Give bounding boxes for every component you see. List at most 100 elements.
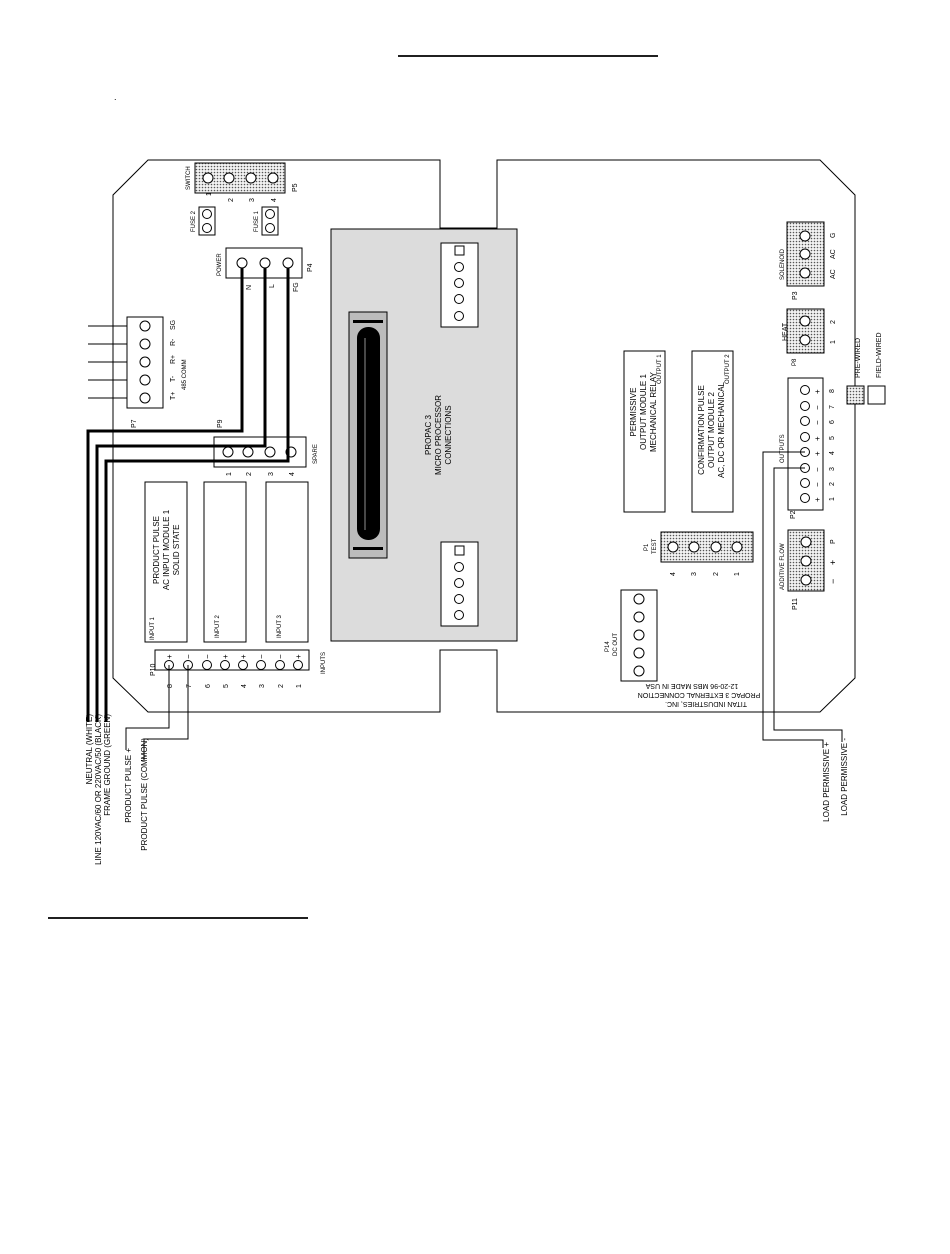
p11-additive-flow-connector: ADDITIVE FLOW P11 − + P	[780, 529, 838, 610]
input-pol-7: −	[184, 654, 193, 659]
heat-pin-1: 1	[830, 340, 837, 344]
p7-label: P7	[131, 419, 138, 428]
input-pol-6: −	[203, 654, 212, 659]
processor-line-2: MICRO PROCESSOR	[434, 395, 443, 475]
processor-panel: PROPAC 3 MICRO PROCESSOR CONNECTIONS	[330, 228, 518, 642]
power-pin-l: L	[269, 284, 276, 288]
output-2-label: OUTPUT 2	[725, 354, 731, 384]
power-wiring	[86, 268, 290, 722]
solenoid-pin-ac-1: AC	[830, 269, 837, 279]
p7-comm-connector: T+ T- R+ R- SG 485 COMM P7	[88, 316, 188, 428]
output-pol-6: −	[813, 420, 822, 425]
output-module-2-line-3: AC, DC OR MECHANICAL	[717, 381, 726, 478]
input-pin-2: 2	[278, 684, 285, 688]
output-pin-5: 5	[829, 436, 836, 440]
test-pin-1: 1	[734, 572, 741, 576]
stray-dot: .	[114, 92, 117, 102]
p14-label: P14	[605, 641, 611, 652]
input-module-3: INPUT 3	[265, 481, 309, 643]
input-pol-4: +	[239, 654, 248, 659]
output-pol-3: −	[813, 467, 822, 472]
fuse-2: FUSE 2	[191, 206, 216, 236]
output-pol-2: −	[813, 482, 822, 487]
line-label: LINE 120VAC/60 OR 220VAC/50 (BLACK)	[94, 714, 103, 865]
input-module-1-line-1: PRODUCT PULSE	[152, 516, 161, 584]
input-module-1-line-3: SOLID STATE	[172, 525, 181, 576]
input-pin-4: 4	[241, 684, 248, 688]
input-pin-8: 8	[167, 684, 174, 688]
input-2-label: INPUT 2	[215, 614, 221, 638]
p3-label: P3	[792, 291, 799, 300]
p8-label: P8	[792, 358, 798, 366]
output-pol-7: −	[813, 405, 822, 410]
p11-label: P11	[792, 598, 799, 610]
switch-label: SWITCH	[186, 166, 192, 190]
maker-line-1: TITAN INDUSTRIES, INC.	[665, 700, 747, 707]
test-pin-4: 4	[670, 572, 677, 576]
input-pol-5: +	[221, 654, 230, 659]
additive-pin-minus: −	[828, 579, 838, 584]
input-module-1: PRODUCT PULSE AC INPUT MODULE 1 SOLID ST…	[144, 481, 188, 643]
output-module-2: CONFIRMATION PULSE OUTPUT MODULE 2 AC, D…	[691, 350, 734, 513]
p2-outputs-connector: + − − + + − − + 1 2 3 4 5 6 7 8 OUTPUTS …	[780, 377, 836, 519]
input-pin-6: 6	[205, 684, 212, 688]
output-module-1-line-2: OUTPUT MODULE 1	[639, 374, 648, 450]
line-wire	[95, 268, 267, 722]
legend-pre-wired-swatch	[846, 385, 865, 405]
test-pin-2: 2	[713, 572, 720, 576]
processor-line-3: CONNECTIONS	[444, 405, 453, 464]
output-module-2-line-1: CONFIRMATION PULSE	[697, 385, 706, 475]
ground-label: FRAME GROUND (GREEN)	[103, 714, 112, 816]
output-pin-1: 1	[829, 497, 836, 501]
pulse-common-label: PRODUCT PULSE (COMMON)	[140, 738, 149, 851]
input-pin-5: 5	[223, 684, 230, 688]
maker-line-3: 12-20-96 MBS MADE IN USA	[645, 682, 738, 689]
comm-pin-rplus: R+	[170, 355, 177, 364]
dc-out-label: DC OUT	[613, 633, 619, 656]
solenoid-label: SOLENOID	[780, 248, 786, 280]
input-pin-3: 3	[259, 684, 266, 688]
comm-pin-rminus: R-	[170, 338, 177, 346]
output-pin-8: 8	[829, 389, 836, 393]
p4-label: P4	[307, 263, 314, 272]
inputs-label: INPUTS	[321, 652, 327, 674]
p5-label: P5	[292, 183, 299, 192]
output-pin-6: 6	[829, 420, 836, 424]
test-label: TEST	[652, 538, 658, 554]
maker-line-2: PROPAC 3 EXTERNAL CONNECTION	[638, 691, 761, 698]
p8-heat-connector: HEAT P8 1 2	[782, 308, 837, 366]
output-pin-7: 7	[829, 405, 836, 409]
output-pol-5: +	[813, 436, 822, 441]
spare-pin-3: 3	[268, 472, 275, 476]
output-1-label: OUTPUT 1	[657, 354, 663, 384]
ground-wire	[104, 268, 290, 722]
input-pol-3: −	[257, 654, 266, 659]
additive-pin-p: P	[830, 539, 837, 544]
maker-block: TITAN INDUSTRIES, INC. PROPAC 3 EXTERNAL…	[638, 682, 761, 707]
pulse-plus-label: PRODUCT PULSE +	[124, 748, 133, 823]
p2-label: P2	[790, 510, 797, 519]
pulse-plus-wire	[125, 665, 170, 750]
switch-pin-4: 4	[271, 198, 278, 202]
input-pol-1: +	[294, 654, 303, 659]
pulse-wiring	[125, 665, 189, 760]
p1-label: P1	[644, 543, 650, 551]
board-outline	[112, 159, 856, 713]
p9-label: P9	[217, 419, 224, 428]
input-pol-8: +	[165, 654, 174, 659]
pulse-common-wire	[143, 665, 189, 760]
comm-pin-sg: SG	[170, 320, 177, 330]
output-pin-3: 3	[829, 467, 836, 471]
p10-inputs-connector: + − − + + − − + 8 7 6 5 4 3 2 1 P10 INPU…	[150, 649, 327, 688]
output-pol-4: +	[813, 451, 822, 456]
switch-pin-3: 3	[249, 198, 256, 202]
neutral-wire	[86, 268, 244, 722]
legend: PRE-WIRED FIELD-WIRED	[846, 333, 886, 405]
output-pol-1: +	[813, 497, 822, 502]
test-pin-3: 3	[691, 572, 698, 576]
processor-line-1: PROPAC 3	[424, 415, 433, 455]
comm-pin-tminus: T-	[170, 375, 177, 382]
heat-pin-2: 2	[830, 320, 837, 324]
p1-test-connector: P1 TEST 4 3 2 1	[644, 531, 754, 576]
